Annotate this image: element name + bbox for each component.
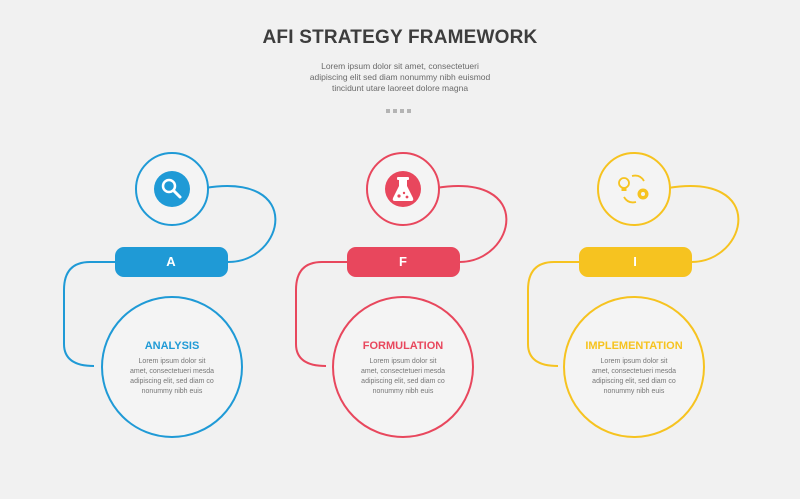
connector-line-bottom <box>295 261 347 367</box>
step-letter-a: A <box>166 254 176 269</box>
connector-line-top <box>435 185 508 263</box>
description-line: adipiscing elit, sed diam co <box>130 378 214 385</box>
subtitle-line: tincidunt utare laoreet dolore magna <box>331 83 469 93</box>
description-line: adipiscing elit, sed diam co <box>592 378 676 385</box>
letter-pill <box>579 247 692 277</box>
step-description: Lorem ipsum dolor sit amet, consectetuer… <box>348 357 458 397</box>
step-title-implementation: IMPLEMENTATION <box>585 340 683 352</box>
letter-pill <box>115 247 228 277</box>
magnifier-icon <box>161 178 182 199</box>
description-line: amet, consectetueri mesda <box>360 368 446 375</box>
subtitle-line: Lorem ipsum dolor sit amet, consectetuer… <box>321 61 479 71</box>
idea-gear-cycle-icon <box>618 174 649 204</box>
description-line: adipiscing elit, sed diam co <box>361 378 445 385</box>
description-line: amet, consectetueri mesda <box>591 368 677 375</box>
icon-badge <box>154 171 190 207</box>
pagination-dots <box>386 100 416 113</box>
step-analysis <box>63 152 277 438</box>
page-subtitle: Lorem ipsum dolor sit amet, consectetuer… <box>250 61 550 94</box>
page-title: AFI STRATEGY FRAMEWORK <box>262 27 538 48</box>
description-line: nonummy nibh euis <box>372 388 434 395</box>
subtitle-line: adipiscing elit sed diam nonummy nibh eu… <box>309 72 491 82</box>
step-title-formulation: FORMULATION <box>362 340 444 352</box>
connector-line-top <box>204 185 277 263</box>
step-formulation <box>295 152 508 438</box>
description-line: Lorem ipsum dolor sit <box>369 358 437 365</box>
description-line: amet, consectetueri mesda <box>129 368 215 375</box>
connector-line-bottom <box>63 261 115 367</box>
connector-line-bottom <box>527 261 579 367</box>
step-letter-f: F <box>399 254 407 269</box>
step-letter-i: I <box>633 254 637 269</box>
content-circle <box>563 296 705 438</box>
flask-icon <box>392 177 414 201</box>
step-description: Lorem ipsum dolor sit amet, consectetuer… <box>117 357 227 397</box>
description-line: Lorem ipsum dolor sit <box>600 358 668 365</box>
description-line: nonummy nibh euis <box>603 388 665 395</box>
content-circle <box>332 296 474 438</box>
description-line: Lorem ipsum dolor sit <box>138 358 206 365</box>
content-circle <box>101 296 243 438</box>
step-implementation <box>527 152 740 438</box>
icon-ring <box>597 152 671 226</box>
step-description: Lorem ipsum dolor sit amet, consectetuer… <box>579 357 689 397</box>
step-title-analysis: ANALYSIS <box>144 340 200 352</box>
connector-line-top <box>667 185 740 263</box>
description-line: nonummy nibh euis <box>141 388 203 395</box>
letter-pill <box>347 247 460 277</box>
